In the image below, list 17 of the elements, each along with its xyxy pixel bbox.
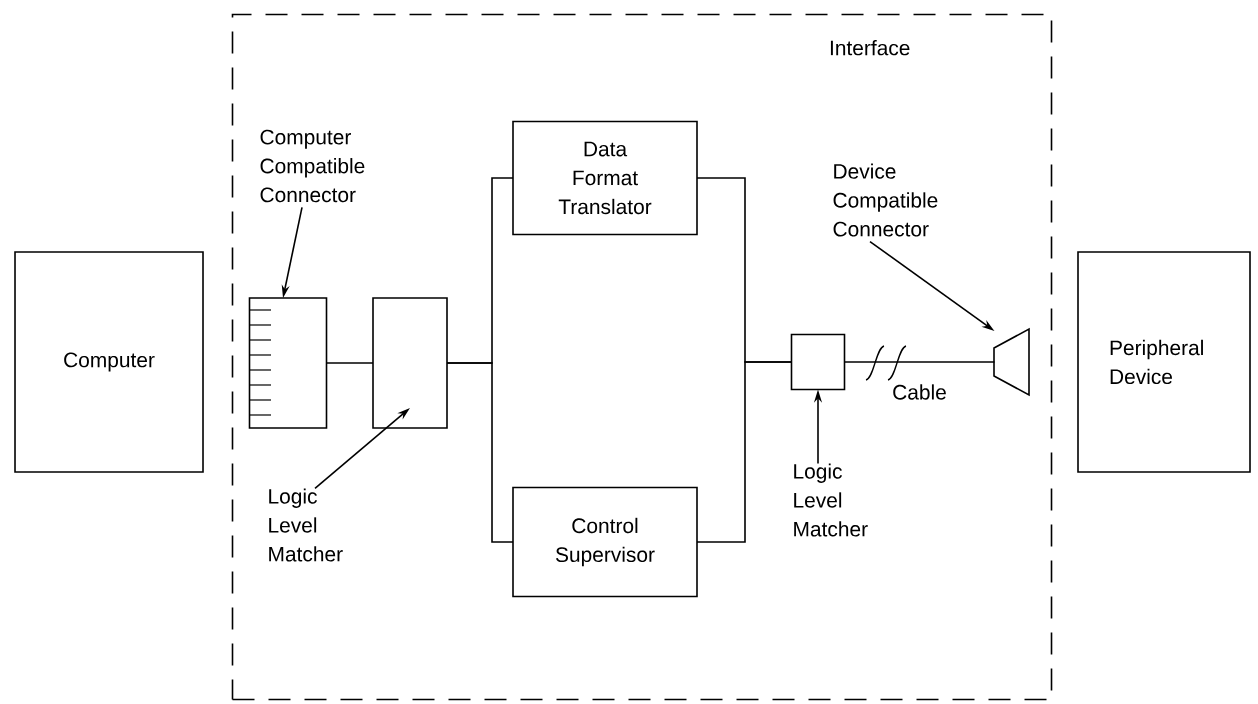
callout-text: Logic Level Matcher	[269, 488, 343, 562]
callout-text: Device Compatible Connector	[833, 163, 938, 237]
device-box: Peripheral Device	[1077, 251, 1251, 473]
matcher-block	[790, 333, 846, 391]
connector-line	[325, 362, 374, 364]
connector-symbol	[993, 327, 1030, 397]
matcher-block	[372, 297, 448, 429]
cable-line	[843, 345, 996, 381]
translator-box: Data Format Translator	[512, 120, 698, 236]
callout-text: Logic Level Matcher	[794, 463, 868, 537]
callout-text: Computer Compatible Connector	[260, 129, 365, 203]
connector-line	[446, 362, 514, 543]
supervisor-box: Control Supervisor	[512, 486, 698, 598]
connector-block	[248, 297, 328, 429]
computer-box: Computer	[14, 251, 204, 473]
edge-label: Cable	[891, 383, 948, 401]
connector-line	[696, 361, 793, 543]
